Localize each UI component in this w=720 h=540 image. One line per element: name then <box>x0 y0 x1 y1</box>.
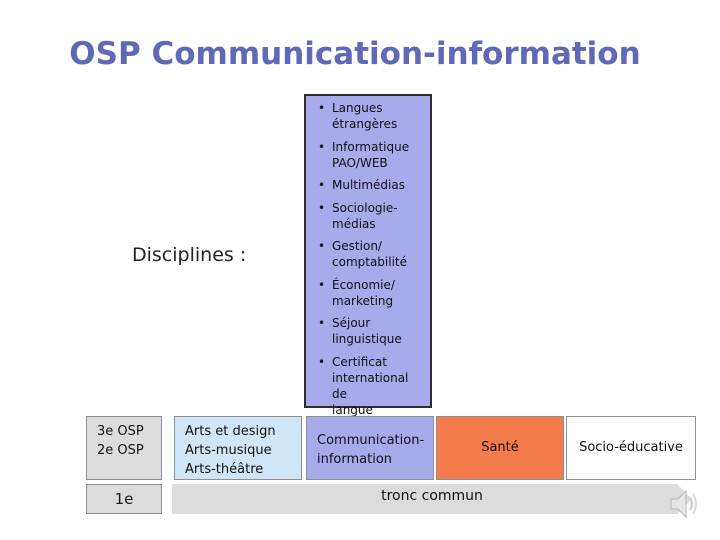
socio-box: Socio-éducative <box>566 416 696 480</box>
list-item: •Multimédias <box>318 178 405 192</box>
year-2-label: 2e OSP <box>97 443 144 458</box>
sante-label: Santé <box>481 440 519 455</box>
arts-option-1: Arts et design <box>185 424 276 439</box>
year-3-label: 3e OSP <box>97 424 144 439</box>
bullet-icon: • <box>318 277 326 292</box>
bullet-icon: • <box>318 200 326 215</box>
bullet-icon: • <box>318 139 326 154</box>
years-3-2-box: 3e OSP 2e OSP <box>86 416 162 480</box>
sante-box: Santé <box>436 416 564 480</box>
list-item: •Sociologie-médias <box>318 200 398 231</box>
tronc-commun-label: tronc commun <box>381 488 483 504</box>
disciplines-label: Disciplines : <box>132 244 247 266</box>
communication-box: Communication- information <box>306 416 434 480</box>
page-title: OSP Communication-information <box>69 36 641 72</box>
bullet-icon: • <box>318 101 326 115</box>
list-item: •Gestion/comptabilité <box>318 239 408 269</box>
arts-option-2: Arts-musique <box>185 443 272 458</box>
socio-label: Socio-éducative <box>579 440 683 455</box>
arts-box: Arts et design Arts-musique Arts-théâtre <box>174 416 302 480</box>
speaker-icon[interactable] <box>668 484 702 524</box>
tronc-commun-arrow <box>172 484 692 514</box>
year-1-box: 1e <box>86 484 162 514</box>
bullet-icon: • <box>318 354 326 369</box>
communication-line-2: information <box>317 452 393 467</box>
bullet-icon: • <box>318 239 326 253</box>
bullet-icon: • <box>318 178 326 192</box>
year-1-label: 1e <box>114 490 134 508</box>
list-item: •Économie/marketing <box>318 277 395 308</box>
arts-option-3: Arts-théâtre <box>185 462 264 477</box>
communication-line-1: Communication- <box>317 433 425 448</box>
bullet-icon: • <box>318 316 326 330</box>
